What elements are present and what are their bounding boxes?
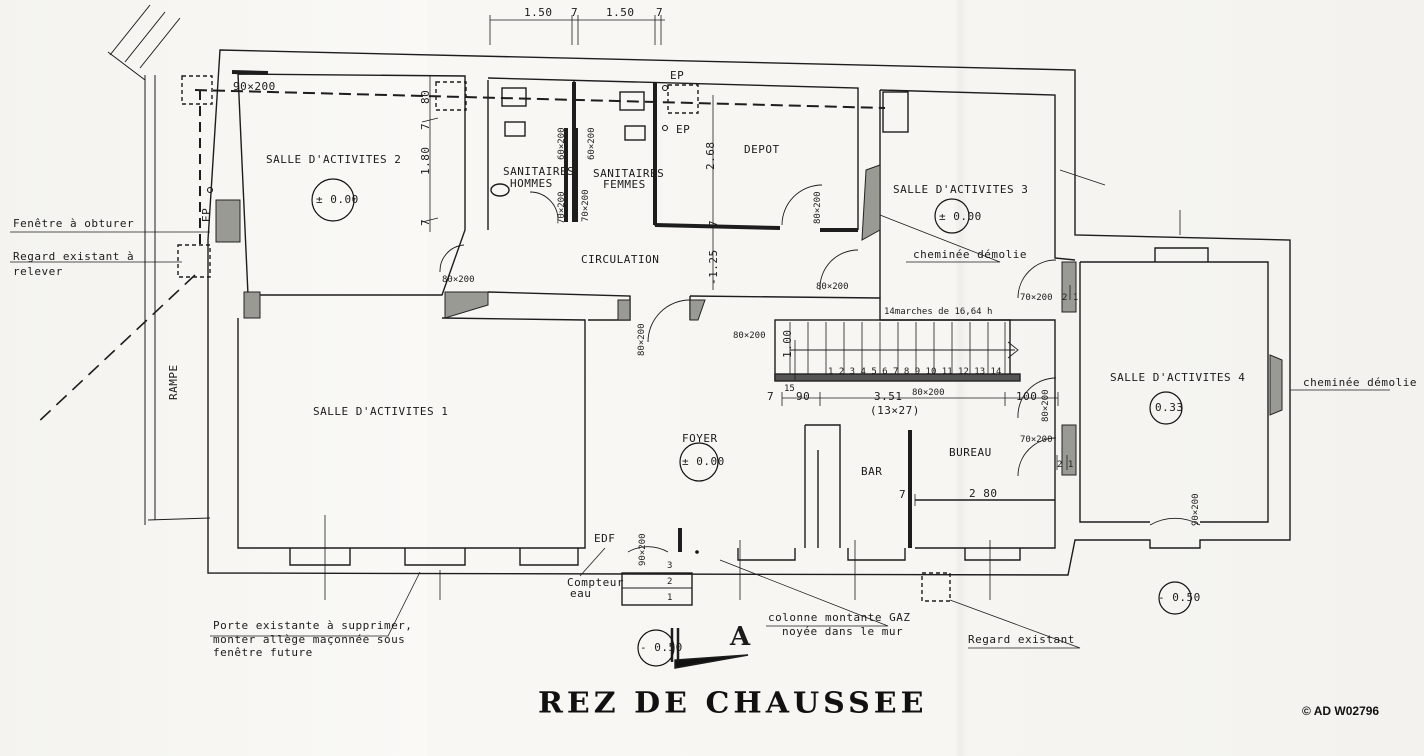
callout-porte-existante-2: monter allège maçonnée sous [213, 633, 406, 646]
door-80x200-bureau-east: 80×200 [1041, 389, 1051, 422]
dimension-top-wall-2: 7 [656, 6, 664, 19]
door-80x200-bureau: 80×200 [912, 388, 945, 398]
callout-compteur-2: eau [570, 587, 592, 600]
dimension-100: 100 [1016, 390, 1038, 403]
dimension-3-51: 3.51 [874, 390, 903, 403]
door-60x200-b: 60×200 [587, 127, 597, 160]
room-label-foyer: FOYER [682, 432, 718, 445]
room-label-sanitaires-hommes-2: HOMMES [510, 177, 553, 190]
level-salle-activites-2: ± 0.00 [316, 193, 359, 206]
level-foyer: ± 0.00 [682, 455, 725, 468]
dimension-13x27: (13×27) [870, 404, 920, 417]
door-70x200-salle4: 70×200 [1020, 293, 1053, 303]
copyright-mark: © AD W02796 [1302, 704, 1380, 718]
stair-steps-numbers: 1 2 3 4 5 6 7 8 9 10 11 12 13 14 [828, 367, 1002, 377]
step-3: 3 [667, 561, 673, 571]
dimension-top-1: 1.50 [524, 6, 553, 19]
room-label-bureau: BUREAU [949, 446, 992, 459]
drawing-title: REZ DE CHAUSSEE [538, 686, 928, 721]
dimension-7-stairs: 7 [767, 390, 775, 403]
room-label-salle-activites-4: SALLE D'ACTIVITES 4 [1110, 371, 1246, 384]
dimension-7-bar: 7 [899, 488, 907, 501]
room-label-bar: BAR [861, 465, 883, 478]
callout-regard-existant: Regard existant [968, 633, 1075, 646]
callout-porte-existante-1: Porte existante à supprimer, [213, 619, 413, 632]
dimension-2-80: 2 80 [969, 487, 998, 500]
dimension-7a: 7 [419, 122, 432, 130]
callout-colonne-gaz-2: noyée dans le mur [782, 625, 904, 638]
door-90x200-entrance: 90×200 [638, 533, 648, 566]
room-label-circulation: CIRCULATION [581, 253, 660, 266]
callout-fenetre-a-obturer: Fenêtre à obturer [13, 217, 135, 230]
door-60x200-a: 60×200 [557, 127, 567, 160]
dimension-minus-1-25: -1.25 [707, 249, 720, 285]
dimension-7c: 7 [707, 219, 720, 227]
dimension-2-1-a: 2 1 [1062, 293, 1079, 303]
label-ep-2: EP [676, 123, 691, 136]
callout-cheminee-demolie-3: cheminée démolie [913, 248, 1027, 261]
callout-regard-existant-2: relever [13, 265, 63, 278]
callout-regard-existant-1: Regard existant à [13, 250, 135, 263]
callout-cheminee-demolie-4: cheminée démolie [1303, 376, 1417, 389]
room-label-salle-activites-1: SALLE D'ACTIVITES 1 [313, 405, 449, 418]
level-salle-activites-4: 0.33 [1155, 401, 1184, 414]
outer-wall [207, 49, 1291, 576]
door-70x200-b: 70×200 [581, 189, 591, 222]
dimension-2-1-b: 2 1 [1057, 460, 1074, 470]
door-90x200-salle4: 90×200 [1191, 493, 1201, 526]
dimension-7b: 7 [419, 218, 432, 226]
room-label-sanitaires-femmes-2: FEMMES [603, 178, 646, 191]
callout-compteur: Compteur [567, 576, 624, 589]
room-label-sanitaires-hommes: SANITAIRES [503, 165, 575, 178]
dimension-top-wall-1: 7 [571, 6, 579, 19]
step-2: 2 [667, 577, 673, 587]
dimension-1-80: 1.80 [419, 146, 432, 176]
label-edf: EDF [594, 532, 616, 545]
north-arrow-letter: A [730, 622, 751, 652]
dimension-80: 80 [419, 89, 432, 104]
door-80x200-depot: 80×200 [813, 191, 823, 224]
door-80x200-stairs: 80×200 [733, 331, 766, 341]
dimension-top-2: 1.50 [606, 6, 635, 19]
label-ep-1: EP [670, 69, 685, 82]
level-exterior-east: - 0.50 [1158, 591, 1201, 604]
room-label-depot: DEPOT [744, 143, 780, 156]
dimension-1-00-stairs: 1.00 [781, 329, 794, 359]
level-salle-activites-3: ± 0.00 [939, 210, 982, 223]
door-70x200-a: 70×200 [557, 191, 567, 224]
dimension-2-68: 2.68 [704, 141, 717, 171]
room-label-sanitaires-femmes: SANITAIRES [593, 167, 665, 180]
label-rampe: RAMPE [167, 364, 180, 400]
callout-colonne-gaz-1: colonne montante GAZ [768, 611, 911, 624]
door-80x200-salle3: 80×200 [816, 282, 849, 292]
dimension-15: 15 [784, 384, 795, 394]
room-label-salle-activites-2: SALLE D'ACTIVITES 2 [266, 153, 402, 166]
door-70x200-salle4-b: 70×200 [1020, 435, 1053, 445]
door-80x200-foyer: 80×200 [637, 323, 647, 356]
room-label-salle-activites-3: SALLE D'ACTIVITES 3 [893, 183, 1029, 196]
step-1: 1 [667, 593, 673, 603]
dimension-window-90x200: 90×200 [233, 80, 276, 93]
door-80x200-salle2: 80×200 [442, 275, 475, 285]
label-ep-3: EP [200, 207, 213, 222]
level-exterior-north: - 0.50 [640, 641, 683, 654]
stairs-note: 14marches de 16,64 h [884, 307, 993, 317]
dimension-90: 90 [796, 390, 811, 403]
callout-porte-existante-3: fenêtre future [213, 646, 313, 659]
